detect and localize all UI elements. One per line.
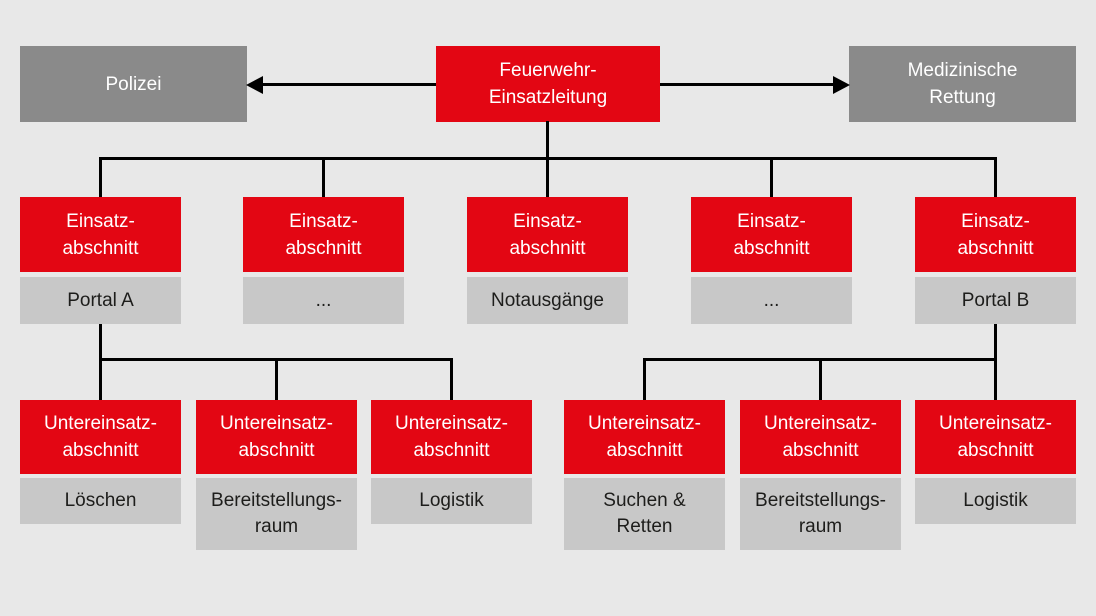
connector-to-rettung (660, 83, 836, 86)
node-einsatzabschnitt-portal-a: Einsatz- abschnitt (20, 197, 181, 272)
node-feuerwehr-einsatzleitung: Feuerwehr- Einsatzleitung (436, 46, 660, 122)
connector-drop (99, 157, 102, 198)
node-untereinsatzabschnitt-logistik-1: Untereinsatz- abschnitt (371, 400, 532, 474)
arrowhead-right-icon (833, 75, 850, 94)
label-suchen-retten: Suchen & Retten (564, 478, 725, 550)
connector-drop (994, 157, 997, 198)
node-untereinsatzabschnitt-bereitstellung-1: Untereinsatz- abschnitt (196, 400, 357, 474)
node-untereinsatzabschnitt-logistik-2: Untereinsatz- abschnitt (915, 400, 1076, 474)
connector-portal-b-down (994, 324, 997, 401)
connector-drop (322, 157, 325, 198)
node-polizei: Polizei (20, 46, 247, 122)
label-logistik-1: Logistik (371, 478, 532, 524)
label-ellipsis-2: ... (691, 277, 852, 324)
node-untereinsatzabschnitt-loeschen: Untereinsatz- abschnitt (20, 400, 181, 474)
connector-portal-a-down (99, 324, 102, 401)
arrowhead-left-icon (246, 75, 263, 94)
label-ellipsis-1: ... (243, 277, 404, 324)
node-untereinsatzabschnitt-suchen-retten: Untereinsatz- abschnitt (564, 400, 725, 474)
node-einsatzabschnitt-2: Einsatz- abschnitt (243, 197, 404, 272)
connector-drop (643, 358, 646, 401)
node-einsatzabschnitt-portal-b: Einsatz- abschnitt (915, 197, 1076, 272)
connector-drop (450, 358, 453, 401)
node-medizinische-rettung: Medizinische Rettung (849, 46, 1076, 122)
connector-drop (819, 358, 822, 401)
label-bereitstellungsraum-1: Bereitstellungs- raum (196, 478, 357, 550)
connector-drop (275, 358, 278, 401)
connector-drop (770, 157, 773, 198)
label-portal-a: Portal A (20, 277, 181, 324)
node-einsatzabschnitt-notausgaenge: Einsatz- abschnitt (467, 197, 628, 272)
node-untereinsatzabschnitt-bereitstellung-2: Untereinsatz- abschnitt (740, 400, 901, 474)
label-bereitstellungsraum-2: Bereitstellungs- raum (740, 478, 901, 550)
connector-bus-sections (99, 157, 997, 160)
label-portal-b: Portal B (915, 277, 1076, 324)
label-notausgaenge: Notausgänge (467, 277, 628, 324)
node-einsatzabschnitt-4: Einsatz- abschnitt (691, 197, 852, 272)
connector-to-polizei (260, 83, 436, 86)
label-logistik-2: Logistik (915, 478, 1076, 524)
label-loeschen: Löschen (20, 478, 181, 524)
